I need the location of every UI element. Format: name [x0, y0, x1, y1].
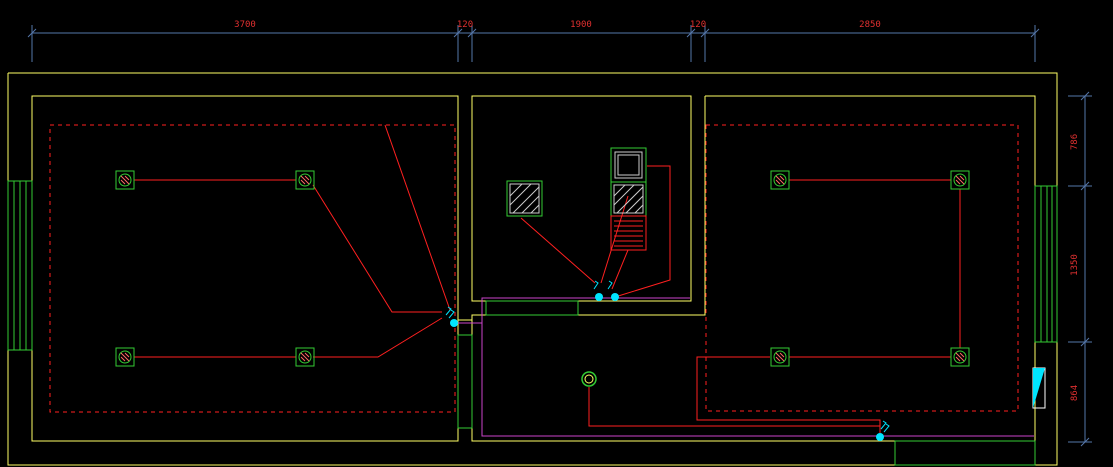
wall-switch-icon — [445, 306, 458, 327]
windows — [7, 180, 1058, 466]
door-bottom — [894, 440, 1036, 466]
wiring — [134, 124, 961, 436]
dim-right-1: 786 — [1070, 134, 1080, 150]
recessed-light-icon — [950, 347, 970, 367]
wall-switch-icon — [607, 280, 619, 301]
dim-top-2: 120 — [457, 20, 473, 30]
dim-right-2: 1350 — [1070, 254, 1080, 276]
recessed-light-icon — [950, 170, 970, 190]
recessed-light-icon — [115, 347, 135, 367]
recessed-light-icon — [295, 347, 315, 367]
hatched-box-icon — [610, 181, 647, 217]
heater-panel-icon — [610, 215, 647, 251]
recessed-light-icon — [115, 170, 135, 190]
dim-top-5: 2850 — [859, 20, 881, 30]
window-right — [1034, 185, 1058, 343]
circle-fixture-icon — [581, 371, 597, 387]
door-center — [485, 300, 579, 316]
conduit — [458, 297, 1034, 437]
square-fixture-icon — [610, 147, 647, 183]
hatched-box-icon — [506, 180, 543, 217]
right-dimension-chain — [1068, 91, 1092, 447]
dim-top-4: 120 — [690, 20, 706, 30]
walls — [7, 72, 1058, 466]
ceiling-left — [49, 124, 456, 413]
dim-top-3: 1900 — [570, 20, 592, 30]
switches — [445, 280, 890, 441]
top-dimension-chain — [27, 25, 1040, 62]
wall-switch-icon — [593, 280, 603, 301]
dim-right-3: 864 — [1070, 385, 1080, 401]
ceiling-outlines — [49, 124, 1019, 413]
left-room-wall — [31, 95, 459, 442]
ceiling-lights — [115, 170, 970, 367]
recessed-light-icon — [770, 347, 790, 367]
center-room-wall — [471, 95, 692, 302]
outer-wall — [7, 72, 1058, 466]
recessed-light-icon — [295, 170, 315, 190]
distribution-panel-icon — [1032, 367, 1046, 409]
ceiling-right — [705, 124, 1019, 412]
door-hall-left — [457, 334, 473, 429]
hall-wall — [471, 96, 895, 442]
wall-switch-icon — [876, 420, 890, 441]
right-room-wall — [705, 95, 1036, 465]
dim-top-1: 3700 — [234, 20, 256, 30]
recessed-light-icon — [770, 170, 790, 190]
center-fixtures — [506, 147, 647, 251]
